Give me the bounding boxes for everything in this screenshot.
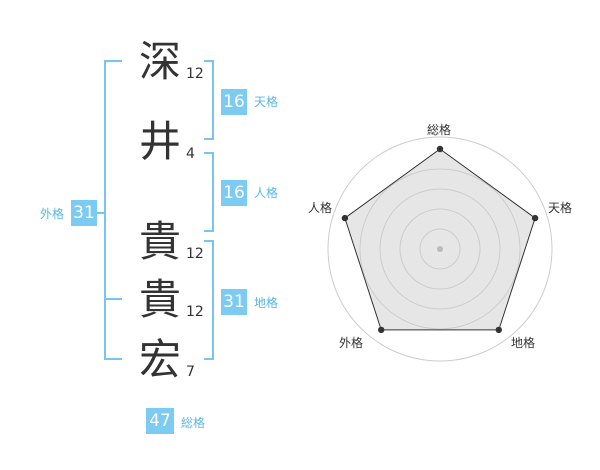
radar-ring-4 — [359, 168, 521, 330]
radar-axis-label-tenkaku: 天格 — [548, 201, 573, 215]
stroke-count-5: 7 — [186, 364, 195, 380]
jinkaku-badge: 16 — [221, 180, 247, 206]
radar-point-1 — [436, 145, 444, 153]
jinkaku-label: 人格 — [254, 186, 279, 200]
chikaku-label: 地格 — [254, 296, 279, 310]
soukaku-label: 総格 — [181, 416, 206, 430]
radar-ring-2 — [399, 208, 481, 290]
name-char-5: 宏 — [138, 335, 181, 384]
radar-point-5 — [341, 214, 349, 222]
stroke-count-3: 12 — [186, 246, 204, 262]
stroke-count-4: 12 — [186, 304, 204, 320]
name-char-2: 井 — [138, 117, 181, 166]
radar-axis-label-soukaku: 総格 — [427, 123, 452, 137]
radar-axis-label-jinkaku: 人格 — [308, 201, 333, 215]
radar-point-3 — [495, 326, 502, 334]
stroke-count-2: 4 — [186, 146, 195, 162]
radar-fill — [344, 149, 536, 330]
radar-point-4 — [378, 326, 385, 334]
name-char-3: 貴 — [138, 217, 181, 266]
radar-point-2 — [531, 214, 539, 222]
chikaku-badge: 31 — [221, 289, 247, 315]
radar-series-line — [344, 148, 536, 331]
radar-ring-5 — [327, 136, 553, 362]
name-char-4: 貴 — [138, 275, 181, 324]
name-char-1: 深 — [138, 37, 181, 86]
tenkaku-badge: 16 — [221, 89, 247, 115]
radar-ring-1 — [419, 228, 461, 270]
radar-ring-3 — [379, 188, 501, 310]
tenkaku-label: 天格 — [254, 95, 279, 109]
gaikaku-label: 外格 — [40, 207, 65, 221]
radar-axis-label-gaikaku: 外格 — [339, 336, 364, 350]
radar-center-dot — [437, 246, 443, 252]
stroke-count-1: 12 — [186, 66, 204, 82]
radar-axis-label-chikaku: 地格 — [511, 336, 536, 350]
gaikaku-badge: 31 — [71, 200, 97, 226]
soukaku-badge: 47 — [146, 408, 174, 434]
